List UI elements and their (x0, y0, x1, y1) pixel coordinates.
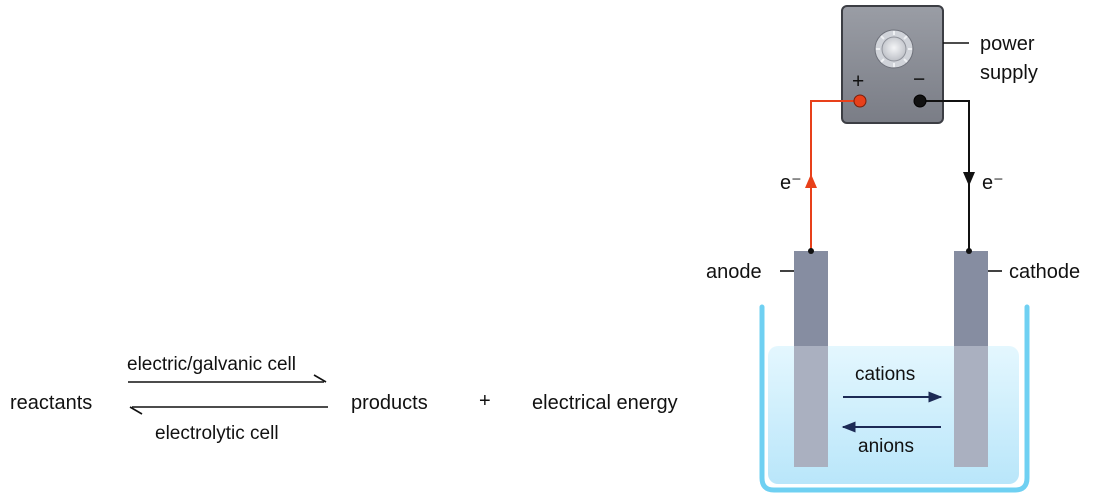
negative-terminal (913, 94, 927, 108)
positive-sign: + (852, 70, 865, 93)
reverse-arrow (129, 406, 328, 415)
products-label: products (351, 392, 428, 414)
reverse-arrow-label: electrolytic cell (155, 423, 279, 444)
forward-arrow (128, 374, 327, 383)
cathode-wire (920, 100, 970, 251)
anode-electrode (794, 251, 828, 467)
cathode-wire-arrow-icon (963, 172, 975, 186)
positive-terminal (853, 94, 867, 108)
reactants-label: reactants (10, 392, 93, 414)
plus-sign: + (479, 390, 491, 412)
power-supply-label-line2: supply (980, 62, 1038, 84)
power-supply-label-line1: power (980, 33, 1035, 55)
anode-wire (810, 100, 860, 251)
cations-label: cations (855, 364, 916, 385)
cathode-electrode (954, 251, 988, 467)
cathode-label: cathode (1009, 261, 1081, 283)
electron-label-left: e⁻ (780, 172, 802, 194)
anode-wire-arrow-icon (805, 174, 817, 188)
negative-sign: − (913, 68, 926, 91)
anode-label: anode (706, 261, 762, 283)
beaker (759, 304, 1030, 493)
electrical-energy-label: electrical energy (532, 392, 678, 414)
electron-label-right: e⁻ (982, 172, 1004, 194)
dial-knob-icon (874, 29, 914, 69)
forward-arrow-label: electric/galvanic cell (127, 354, 296, 375)
anions-label: anions (858, 436, 914, 457)
